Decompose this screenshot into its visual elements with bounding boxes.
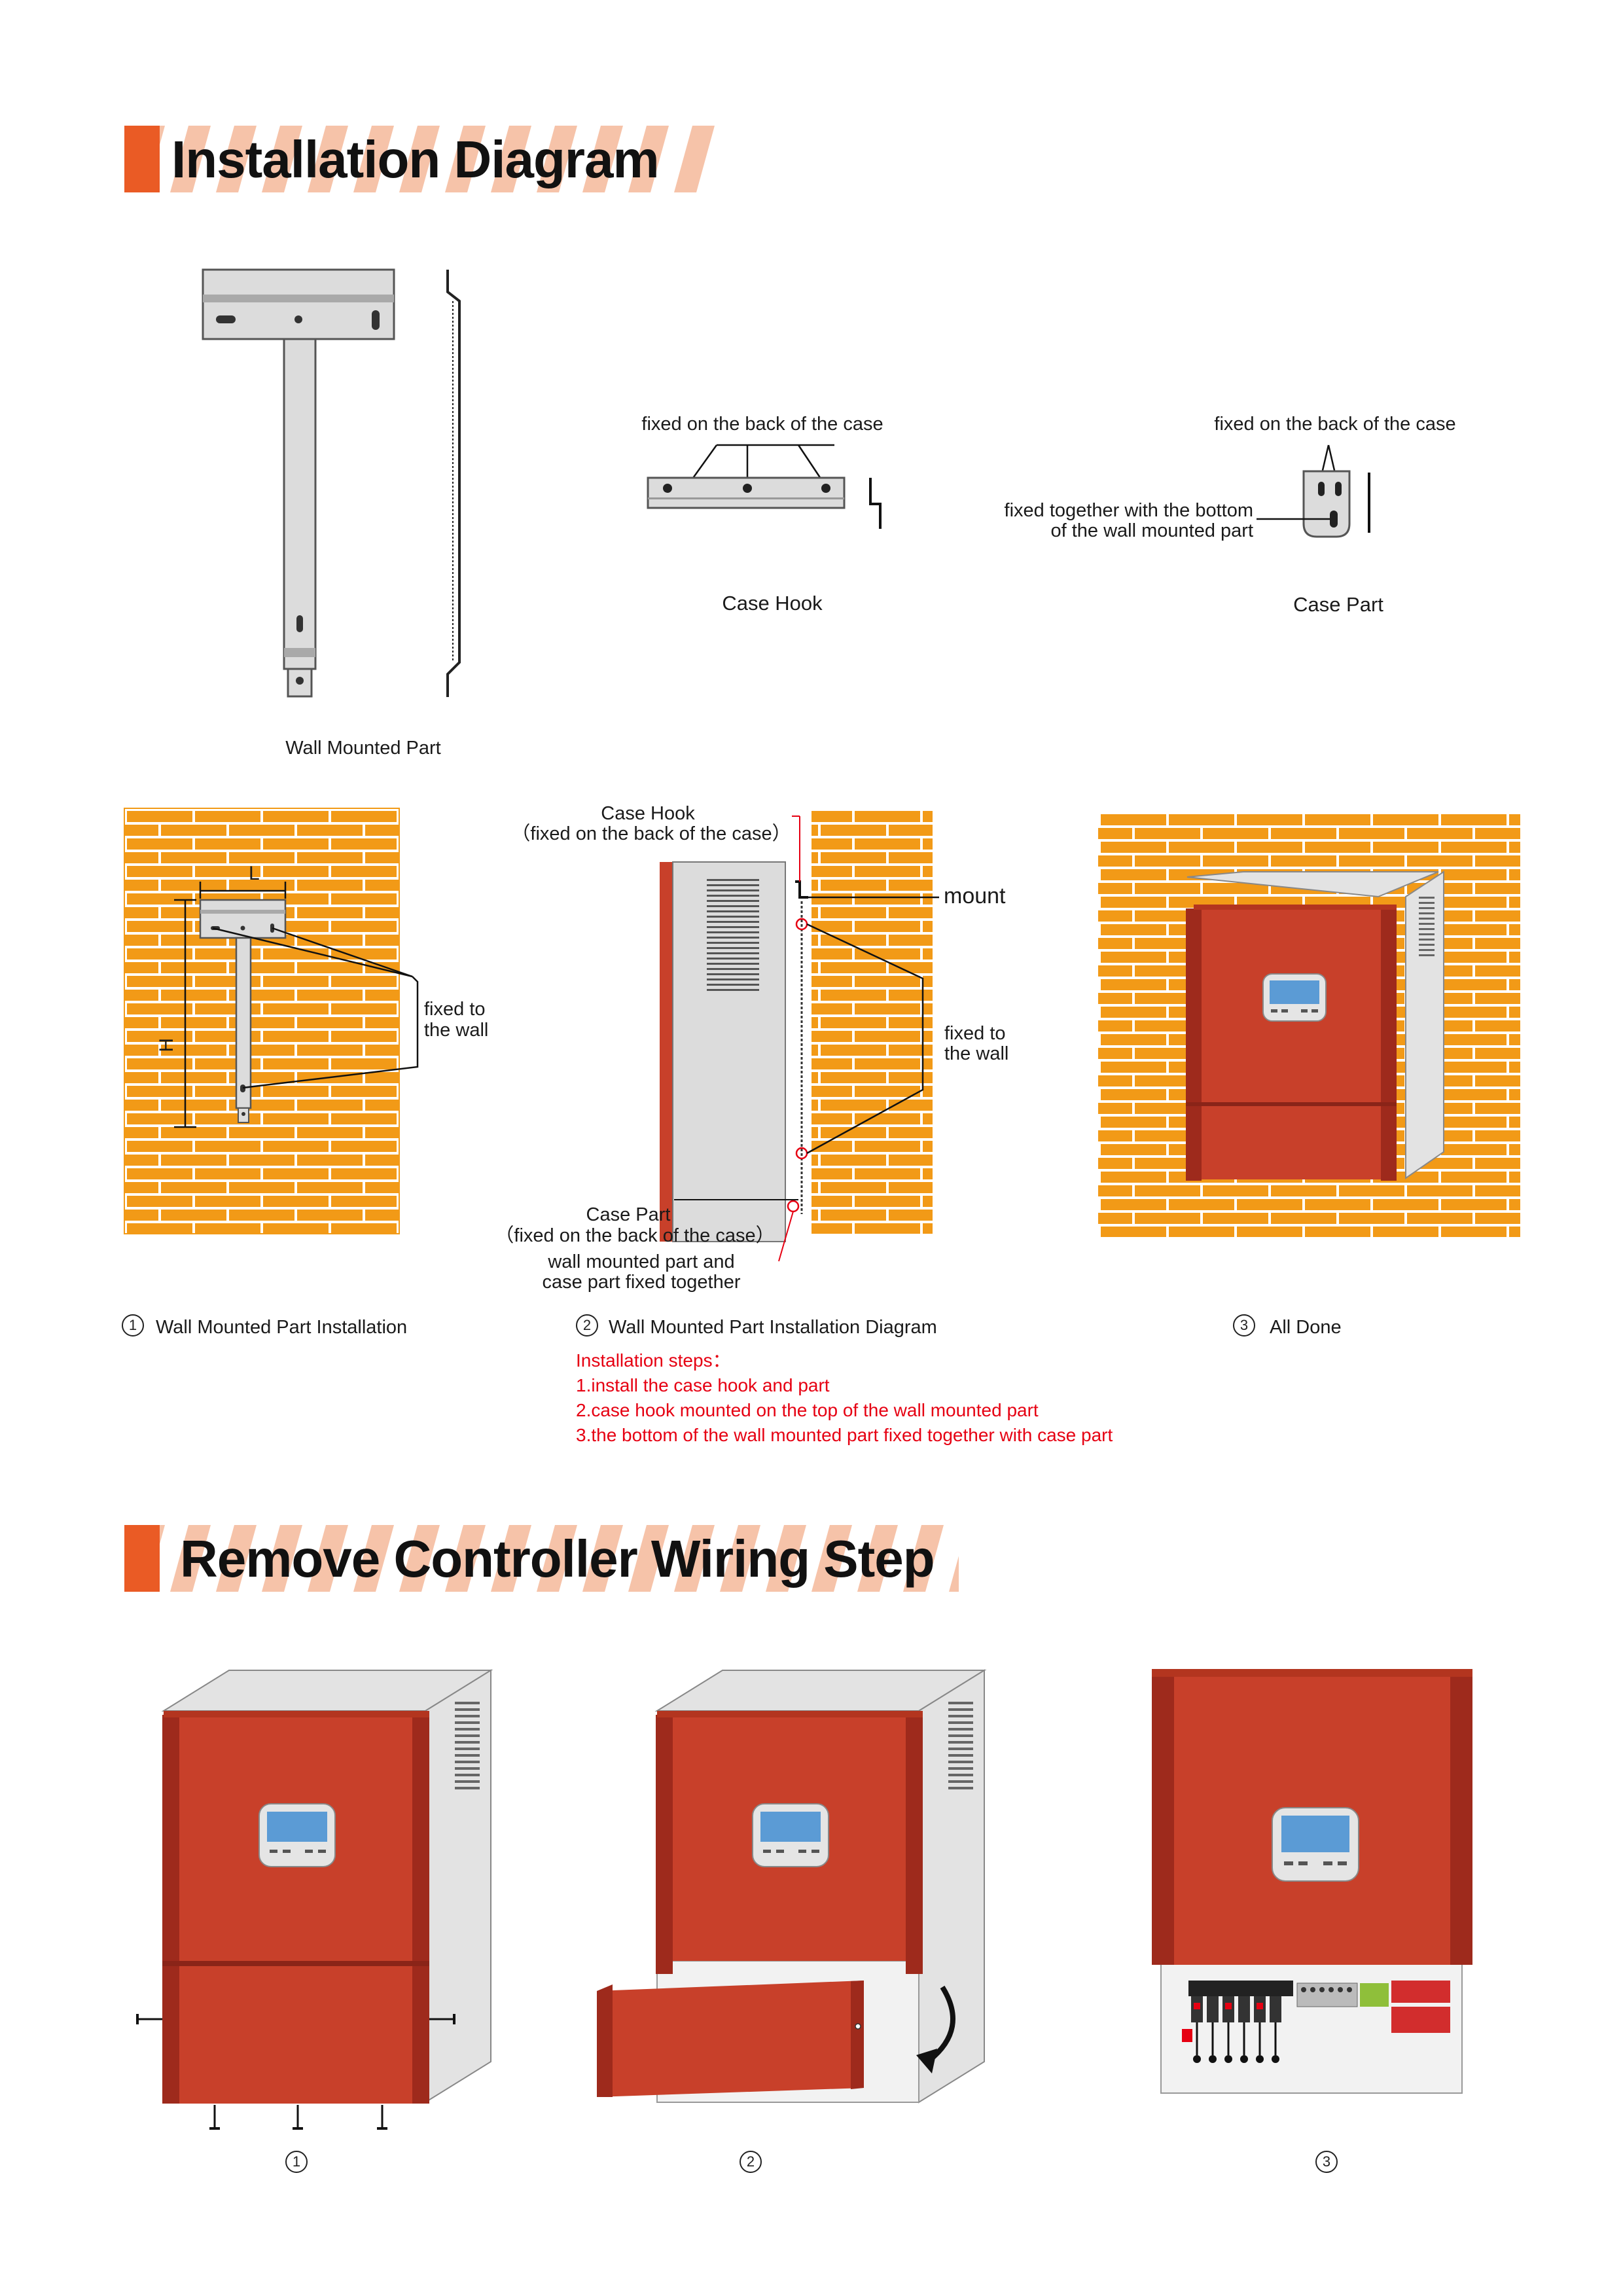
case-hook-callout-2: （fixed on the back of the case）	[511, 823, 791, 844]
case-part-label: Case Part	[1293, 593, 1383, 616]
case-part-callout-1: Case Part	[586, 1204, 671, 1225]
case-hook-fixed-note: fixed on the back of the case	[641, 414, 883, 435]
section1-header-accent	[124, 126, 160, 192]
installation-steps-heading: Installation steps：	[576, 1350, 731, 1371]
case-part-bottom-note-1: fixed together with the bottom	[1004, 500, 1253, 521]
caption-2-text: Wall Mounted Part Installation Diagram	[609, 1317, 937, 1338]
fixed-to-wall-1b: the wall	[424, 1020, 489, 1041]
section2-header-accent	[124, 1525, 160, 1592]
wall-installation-diagram	[124, 808, 419, 1234]
section1-title: Installation Diagram	[171, 130, 660, 188]
section2-title: Remove Controller Wiring Step	[180, 1530, 935, 1588]
unit-3-number: 3	[1315, 2151, 1338, 2173]
side-view-diagram	[660, 808, 939, 1262]
all-done-diagram	[1098, 812, 1520, 1237]
case-part-drawing	[1257, 444, 1370, 538]
unit-2-number: 2	[740, 2151, 762, 2173]
controller-unit-3	[1152, 1669, 1472, 2094]
dim-L-label: L	[249, 863, 260, 884]
case-hook-drawing	[647, 444, 882, 529]
wall-mounted-part-drawing	[202, 268, 461, 698]
case-part-fixed-note: fixed on the back of the case	[1214, 414, 1456, 435]
case-part-bottom-note-2: of the wall mounted part	[1050, 520, 1253, 541]
installation-steps: Installation steps： 1.install the case h…	[576, 1348, 1113, 1448]
section1-header-stripes	[157, 126, 717, 192]
together-note-2: case part fixed together	[542, 1272, 741, 1293]
caption-2-number: 2	[576, 1314, 598, 1336]
caption-1-text: Wall Mounted Part Installation	[156, 1317, 408, 1338]
controller-unit-2	[597, 1669, 987, 2104]
installation-step-1: 1.install the case hook and part	[576, 1375, 830, 1395]
unit-1-number: 1	[285, 2151, 308, 2173]
case-part-callout-2: （fixed on the back of the case）	[495, 1225, 775, 1246]
fixed-to-wall-1a: fixed to	[424, 999, 486, 1020]
installation-step-2: 2.case hook mounted on the top of the wa…	[576, 1400, 1039, 1420]
case-hook-callout-1: Case Hook	[601, 803, 695, 824]
together-note-1: wall mounted part and	[548, 1251, 735, 1272]
case-hook-label: Case Hook	[722, 592, 823, 615]
mount-label: mount	[944, 884, 1006, 908]
wall-mounted-part-label: Wall Mounted Part	[285, 738, 441, 759]
caption-3-text: All Done	[1270, 1317, 1342, 1338]
fixed-to-wall-2a: fixed to	[944, 1023, 1006, 1044]
caption-3-number: 3	[1233, 1314, 1255, 1336]
section2-header-stripes	[157, 1525, 959, 1592]
controller-unit-1	[136, 1669, 493, 2130]
caption-1-number: 1	[122, 1314, 144, 1336]
installation-step-3: 3.the bottom of the wall mounted part fi…	[576, 1425, 1113, 1445]
dim-H-label: H	[156, 1037, 178, 1052]
fixed-to-wall-2b: the wall	[944, 1043, 1009, 1064]
